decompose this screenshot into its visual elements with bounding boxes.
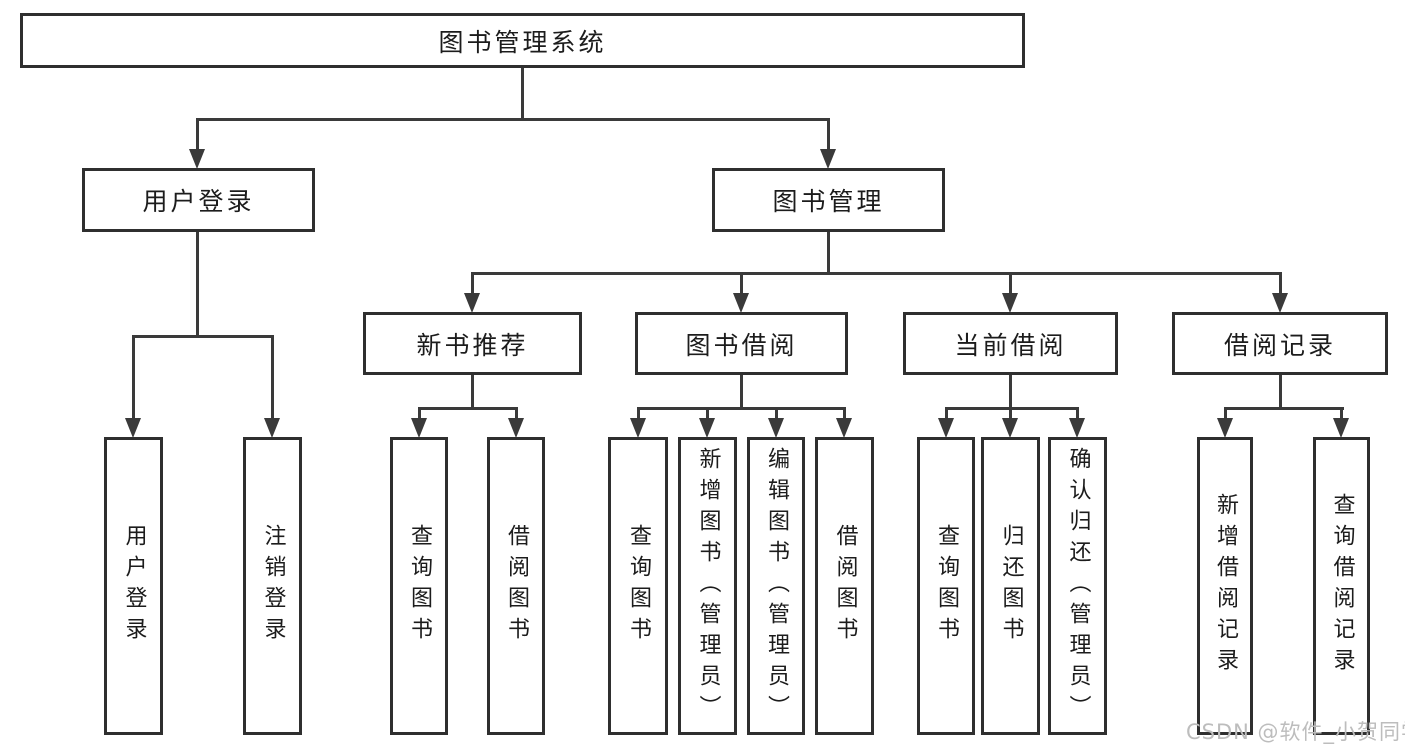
arrow-down-icon — [189, 149, 205, 169]
node-leaf-edit-books-admin: 编辑图书（管理员） — [747, 437, 805, 735]
connector-drop — [637, 407, 640, 421]
node-leaf-return-books: 归还图书 — [981, 437, 1040, 735]
arrow-down-icon — [464, 293, 480, 313]
connector-drop — [418, 407, 421, 421]
arrow-down-icon — [1069, 418, 1085, 438]
connector-bus-root — [196, 118, 830, 121]
node-book-management: 图书管理 — [712, 168, 945, 232]
connector-drop — [471, 272, 474, 296]
node-book-borrowing: 图书借阅 — [635, 312, 848, 375]
connector-drop — [1340, 407, 1343, 421]
arrow-down-icon — [1272, 293, 1288, 313]
connector-bus-book-borrowing — [637, 407, 846, 410]
arrow-down-icon — [820, 149, 836, 169]
arrow-down-icon — [508, 418, 524, 438]
connector-drop — [1009, 272, 1012, 296]
watermark: CSDN @软件_小贺同学 — [1186, 720, 1405, 744]
connector-drop — [827, 118, 830, 152]
connector-drop — [706, 407, 709, 421]
arrow-down-icon — [733, 293, 749, 313]
node-leaf-add-borrow-record: 新增借阅记录 — [1197, 437, 1253, 735]
node-leaf-logout: 注销登录 — [243, 437, 302, 735]
connector-drop — [1009, 407, 1012, 421]
connector-drop — [1076, 407, 1079, 421]
connector-drop — [775, 407, 778, 421]
connector-drop — [271, 335, 274, 421]
connector-drop — [945, 407, 948, 421]
connector-bus-user-login — [132, 335, 274, 338]
node-leaf-query-borrow-record: 查询借阅记录 — [1313, 437, 1370, 735]
node-leaf-borrow-books-borrowing: 借阅图书 — [815, 437, 874, 735]
arrow-down-icon — [264, 418, 280, 438]
connector-bus-book-management — [471, 272, 1281, 275]
arrow-down-icon — [1217, 418, 1233, 438]
connector-drop — [740, 272, 743, 296]
connector-bus-new-book-recommend — [418, 407, 518, 410]
arrow-down-icon — [125, 418, 141, 438]
node-current-borrowing: 当前借阅 — [903, 312, 1118, 375]
connector-bus-borrow-records — [1224, 407, 1344, 410]
connector-stem-book-borrowing — [740, 375, 743, 407]
connector-stem-borrow-records — [1279, 375, 1282, 407]
connector-stem-root — [521, 68, 524, 118]
connector-bus-current-borrowing — [945, 407, 1079, 410]
arrow-down-icon — [1002, 293, 1018, 313]
connector-drop — [1224, 407, 1227, 421]
connector-drop — [843, 407, 846, 421]
node-leaf-borrow-books-recommend: 借阅图书 — [487, 437, 545, 735]
connector-drop — [132, 335, 135, 421]
arrow-down-icon — [699, 418, 715, 438]
connector-drop — [1279, 272, 1282, 296]
arrow-down-icon — [630, 418, 646, 438]
node-borrow-records: 借阅记录 — [1172, 312, 1388, 375]
arrow-down-icon — [1002, 418, 1018, 438]
node-leaf-confirm-return-admin: 确认归还（管理员） — [1048, 437, 1107, 735]
arrow-down-icon — [938, 418, 954, 438]
connector-stem-book-management — [827, 232, 830, 272]
connector-stem-current-borrowing — [1009, 375, 1012, 407]
connector-drop — [196, 118, 199, 152]
arrow-down-icon — [768, 418, 784, 438]
arrow-down-icon — [1333, 418, 1349, 438]
node-leaf-query-books-borrowing: 查询图书 — [608, 437, 668, 735]
arrow-down-icon — [836, 418, 852, 438]
node-leaf-add-books-admin: 新增图书（管理员） — [678, 437, 737, 735]
node-user-login: 用户登录 — [82, 168, 315, 232]
node-leaf-query-books-recommend: 查询图书 — [390, 437, 448, 735]
connector-drop — [515, 407, 518, 421]
connector-stem-new-book-recommend — [471, 375, 474, 407]
arrow-down-icon — [411, 418, 427, 438]
node-root: 图书管理系统 — [20, 13, 1025, 68]
node-leaf-user-login: 用户登录 — [104, 437, 163, 735]
connector-stem-user-login — [196, 232, 199, 335]
node-new-book-recommend: 新书推荐 — [363, 312, 582, 375]
node-leaf-query-books-current: 查询图书 — [917, 437, 975, 735]
